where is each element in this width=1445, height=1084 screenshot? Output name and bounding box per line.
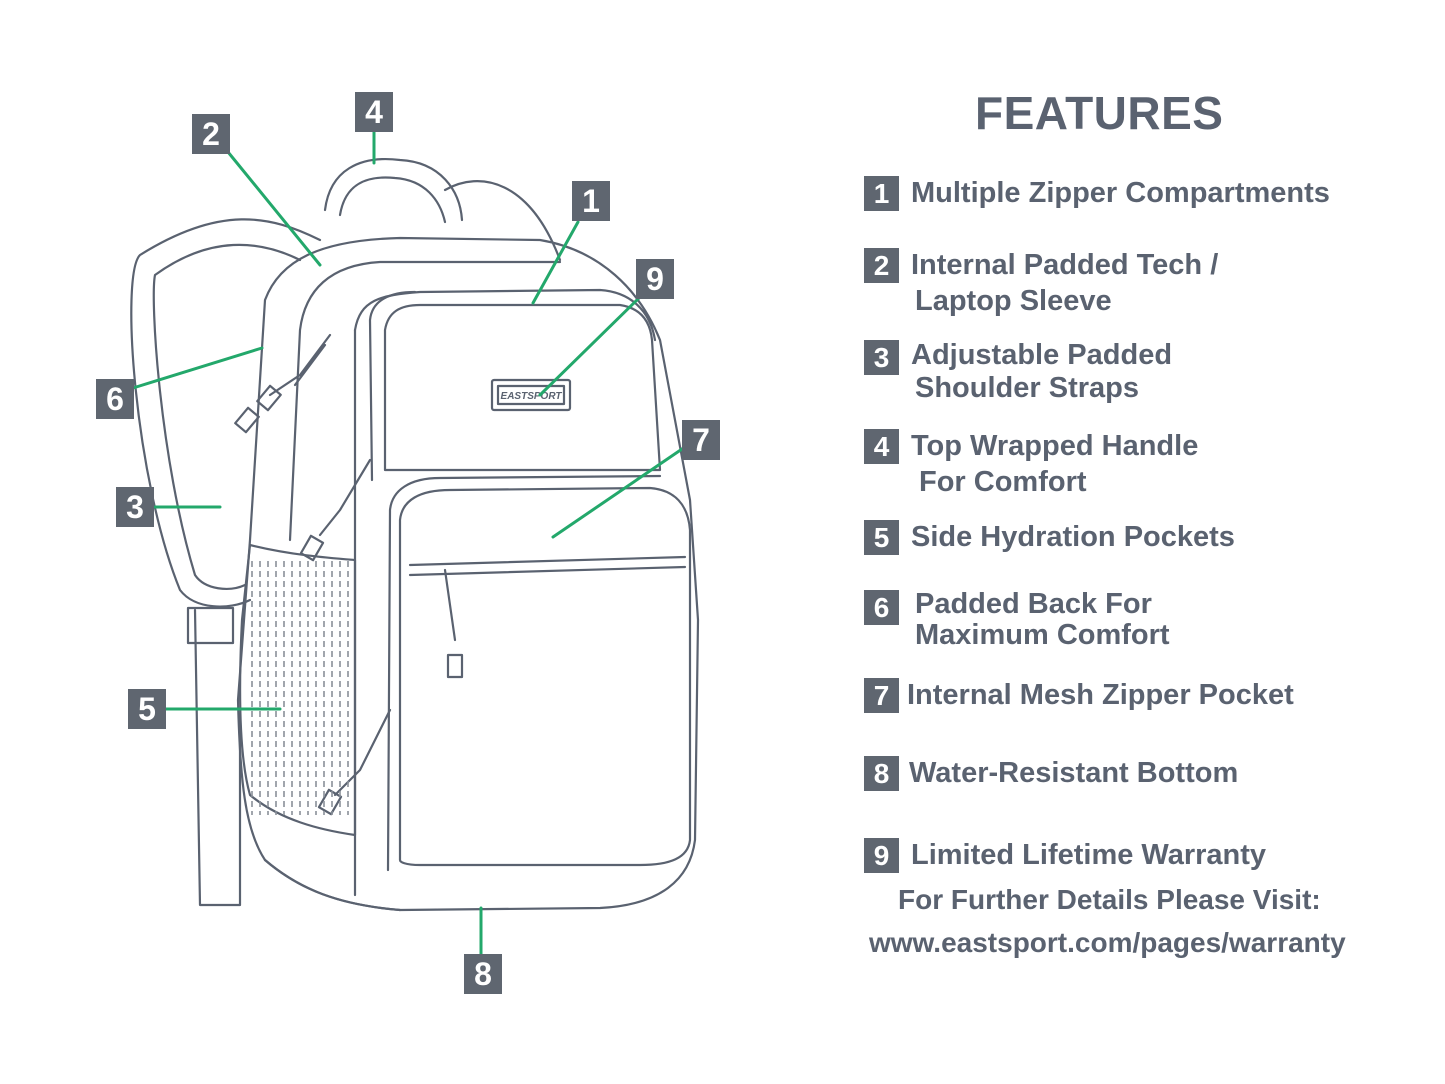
callout-8: 8 bbox=[464, 954, 502, 994]
feature-number: 7 bbox=[864, 678, 899, 713]
brand-label: EASTSPORT bbox=[501, 391, 563, 402]
callout-5: 5 bbox=[128, 689, 166, 729]
callout-4: 4 bbox=[355, 92, 393, 132]
feature-number: 6 bbox=[864, 590, 899, 625]
warranty-note: For Further Details Please Visit: bbox=[898, 884, 1321, 915]
callout-9: 9 bbox=[636, 259, 674, 299]
features-title: FEATURES bbox=[975, 87, 1224, 139]
feature-text: Water-Resistant Bottom bbox=[909, 757, 1239, 789]
leader-lines bbox=[131, 130, 687, 957]
feature-text: Limited Lifetime Warranty bbox=[911, 839, 1267, 871]
callout-3: 3 bbox=[116, 487, 154, 527]
feature-number: 3 bbox=[864, 340, 899, 375]
callout-6: 6 bbox=[96, 379, 134, 419]
feature-number: 4 bbox=[864, 429, 899, 464]
feature-text: Internal Mesh Zipper Pocket bbox=[907, 679, 1294, 711]
feature-number: 9 bbox=[864, 838, 899, 873]
feature-number: 5 bbox=[864, 520, 899, 555]
callout-1: 1 bbox=[572, 181, 610, 221]
feature-text: Side Hydration Pockets bbox=[911, 521, 1235, 553]
feature-number: 8 bbox=[864, 756, 899, 791]
callout-7: 7 bbox=[682, 420, 720, 460]
warranty-url[interactable]: www.eastsport.com/pages/warranty bbox=[869, 927, 1346, 958]
feature-number: 1 bbox=[864, 176, 899, 211]
backpack-illustration: EASTSPORT bbox=[130, 130, 700, 957]
callout-2: 2 bbox=[192, 114, 230, 154]
feature-text: Multiple Zipper Compartments bbox=[911, 177, 1330, 209]
feature-text: Internal Padded Tech /Laptop Sleeve bbox=[911, 249, 1219, 317]
feature-number: 2 bbox=[864, 248, 899, 283]
